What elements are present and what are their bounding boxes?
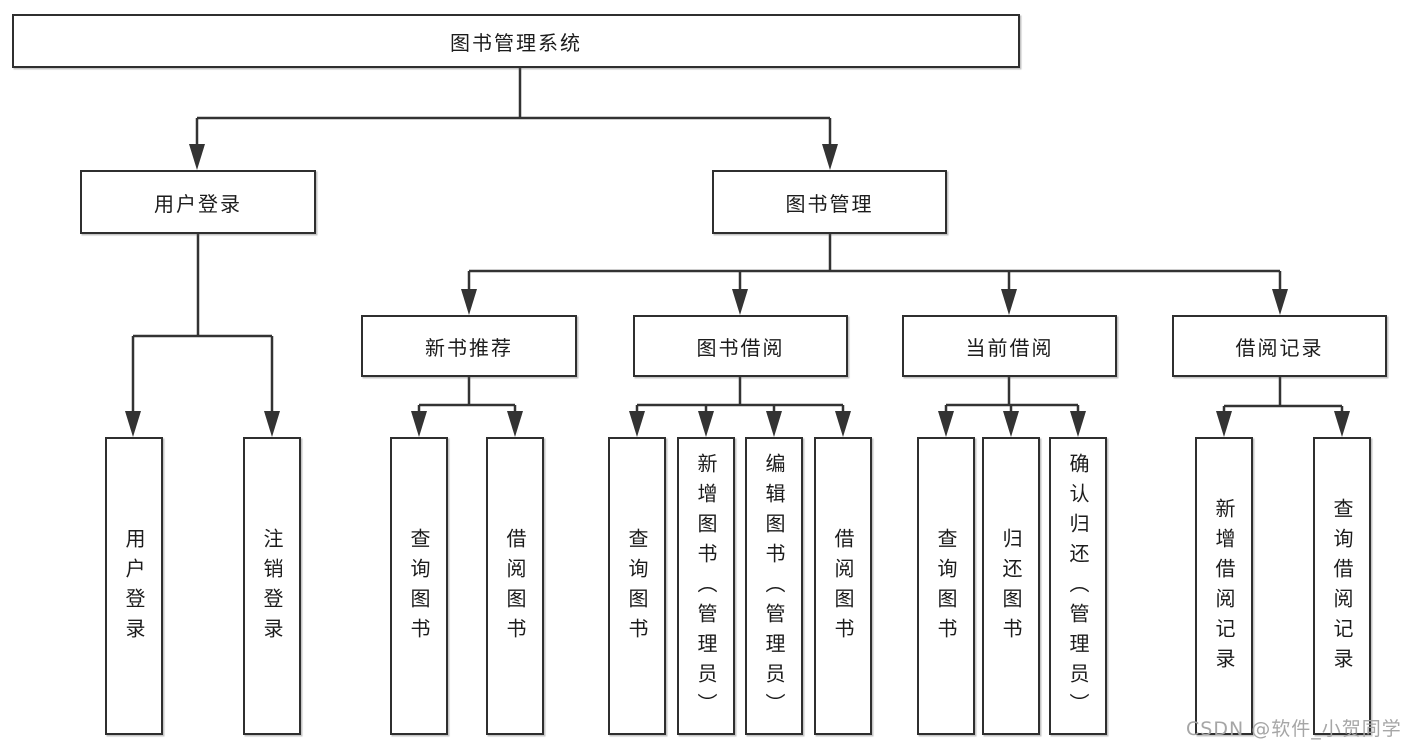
arrowhead [1334, 411, 1350, 437]
node-library-management-system: 图书管理系统 [12, 14, 1020, 68]
arrowhead [938, 411, 954, 437]
node-user-login: 用户登录 [80, 170, 316, 234]
node-leaf-query-books-current: 查询图书 [917, 437, 975, 735]
node-leaf-query-books-borrow: 查询图书 [608, 437, 666, 735]
node-leaf-return-books: 归还图书 [982, 437, 1040, 735]
arrowhead [507, 411, 523, 437]
arrowhead [189, 144, 205, 170]
arrowhead [125, 411, 141, 437]
node-book-borrow: 图书借阅 [633, 315, 848, 377]
node-leaf-logout: 注销登录 [243, 437, 301, 735]
node-borrow-records: 借阅记录 [1172, 315, 1387, 377]
node-leaf-user-login: 用户登录 [105, 437, 163, 735]
arrowhead [766, 411, 782, 437]
node-leaf-add-borrow-record: 新增借阅记录 [1195, 437, 1253, 735]
node-leaf-query-books-recommend: 查询图书 [390, 437, 448, 735]
arrowhead [732, 289, 748, 315]
arrowhead [264, 411, 280, 437]
arrowhead [1001, 289, 1017, 315]
node-leaf-edit-books-admin: 编辑图书（管理员） [745, 437, 803, 735]
arrowhead [1216, 411, 1232, 437]
arrowhead [1070, 411, 1086, 437]
node-leaf-borrow-books-recommend: 借阅图书 [486, 437, 544, 735]
node-current-borrow: 当前借阅 [902, 315, 1117, 377]
arrowhead [411, 411, 427, 437]
arrowhead [698, 411, 714, 437]
arrowhead [629, 411, 645, 437]
node-leaf-add-books-admin: 新增图书（管理员） [677, 437, 735, 735]
arrowhead [835, 411, 851, 437]
node-new-book-recommend: 新书推荐 [361, 315, 577, 377]
node-leaf-borrow-books: 借阅图书 [814, 437, 872, 735]
arrowhead [1272, 289, 1288, 315]
csdn-watermark: CSDN @软件_小贺同学 [1186, 718, 1402, 740]
arrowhead [1003, 411, 1019, 437]
arrowhead [461, 289, 477, 315]
node-leaf-query-borrow-record: 查询借阅记录 [1313, 437, 1371, 735]
arrowhead [822, 144, 838, 170]
node-book-management: 图书管理 [712, 170, 947, 234]
node-leaf-confirm-return-admin: 确认归还（管理员） [1049, 437, 1107, 735]
